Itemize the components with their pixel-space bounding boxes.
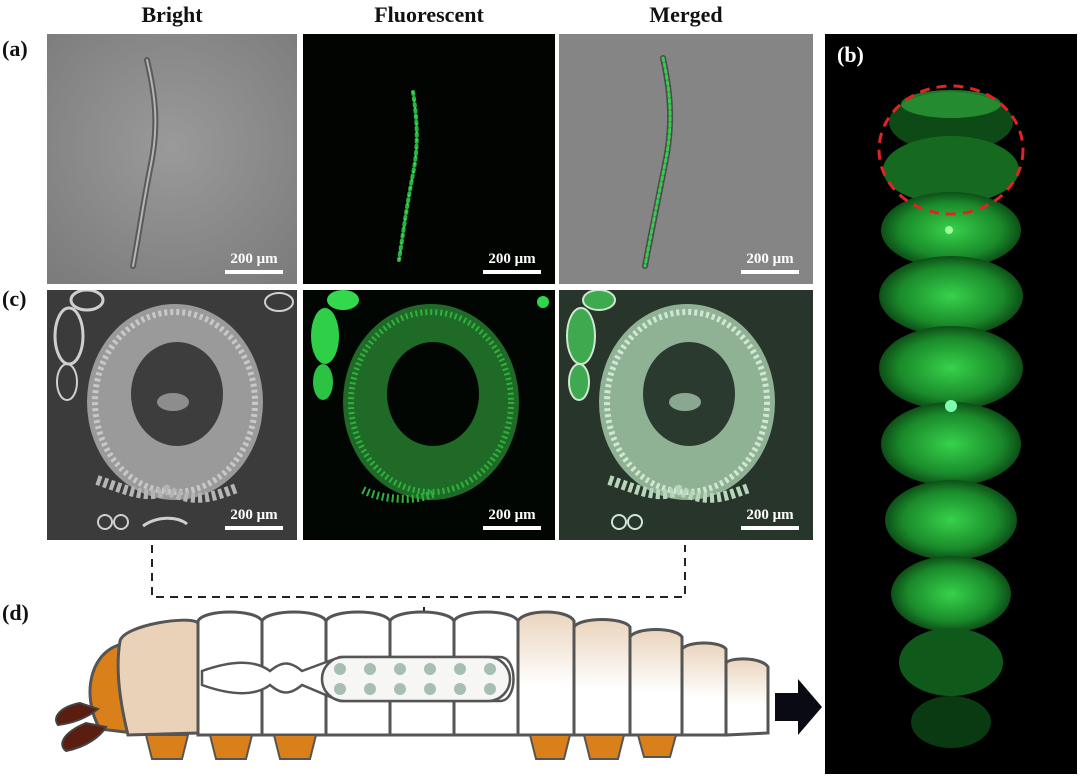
column-header-bright: Bright — [141, 2, 203, 27]
column-header-merged: Merged — [649, 2, 723, 27]
fluorescent-larva-image — [825, 34, 1077, 774]
panel-c-fluorescent: 200 μm — [303, 290, 555, 540]
panel-a-fluorescent: 200 μm — [303, 34, 555, 284]
panel-label-c: (c) — [2, 286, 27, 311]
panel-label-a: (a) — [2, 36, 28, 61]
scale-bar: 200 μm — [225, 507, 283, 530]
merged-tissue-section-image — [559, 290, 813, 540]
column-header-fluorescent: Fluorescent — [374, 2, 484, 27]
fluorescent-nematode-image — [303, 34, 555, 284]
scale-bar: 200 μm — [741, 251, 799, 274]
scale-bar: 200 μm — [483, 251, 541, 274]
scale-bar: 200 μm — [483, 507, 541, 530]
arrow-right-icon — [775, 679, 822, 735]
bright-tissue-section-image — [47, 290, 297, 540]
panel-a-bright: 200 μm — [47, 34, 297, 284]
panel-c-bright: 200 μm — [47, 290, 297, 540]
bright-nematode-image — [47, 34, 297, 284]
scale-bar: 200 μm — [225, 251, 283, 274]
panel-label-b: (b) — [837, 42, 864, 67]
larva-schematic-diagram — [55, 545, 822, 760]
scale-bar: 200 μm — [741, 507, 799, 530]
panel-d-larva-schematic — [40, 545, 825, 776]
panel-b-larva-fluorescence: (b) — [825, 34, 1077, 774]
fluorescent-tissue-section-image — [303, 290, 555, 540]
merged-nematode-image — [559, 34, 813, 284]
panel-a-merged: 200 μm — [559, 34, 813, 284]
panel-c-merged: 200 μm — [559, 290, 813, 540]
panel-label-d: (d) — [2, 600, 29, 625]
